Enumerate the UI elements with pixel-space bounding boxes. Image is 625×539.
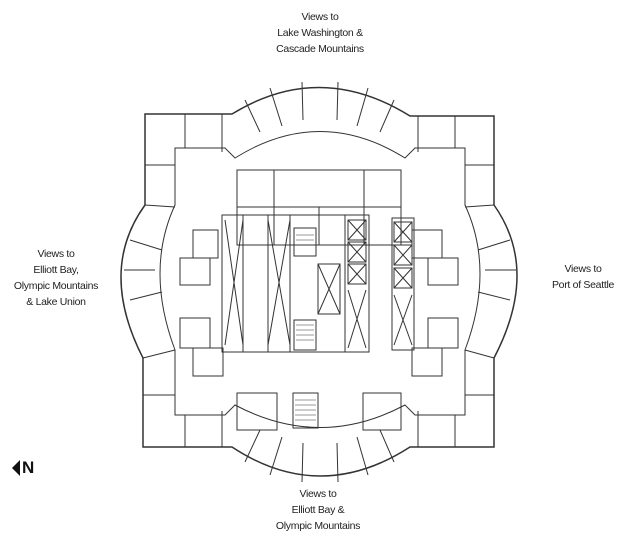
north-arrow-icon [12,460,20,476]
side-rooms [179,229,459,377]
compass: N [12,458,34,478]
building-core [221,214,415,353]
label-line: Elliott Bay & [291,504,345,516]
label-line: Lake Washington & [277,27,363,39]
label-line: Elliott Bay, [33,264,79,276]
label-line: Views to [564,263,602,275]
elevators-west [347,219,367,349]
elevators-east [391,217,415,351]
label-line: Olympic Mountains [275,520,361,532]
north-rooms [236,169,402,246]
north-view-label: Views to Lake Washington & Cascade Mount… [276,9,364,57]
label-line: Views to [37,248,75,260]
outer-wall [120,86,518,477]
west-view-label: Views to Elliott Bay, Olympic Mountains … [14,246,98,310]
label-line: Port of Seattle [551,279,615,291]
label-line: & Lake Union [26,296,86,308]
office-partitions [124,81,516,483]
north-letter: N [22,458,35,477]
label-line: Cascade Mountains [276,43,364,55]
south-rooms [236,392,402,431]
label-line: Olympic Mountains [13,280,99,292]
south-view-label: Views to Elliott Bay & Olympic Mountains [276,486,360,534]
inner-corridor-wall [159,131,481,428]
label-line: Views to [299,488,337,500]
label-line: Views to [301,11,339,23]
east-view-label: Views to Port of Seattle [552,261,614,293]
